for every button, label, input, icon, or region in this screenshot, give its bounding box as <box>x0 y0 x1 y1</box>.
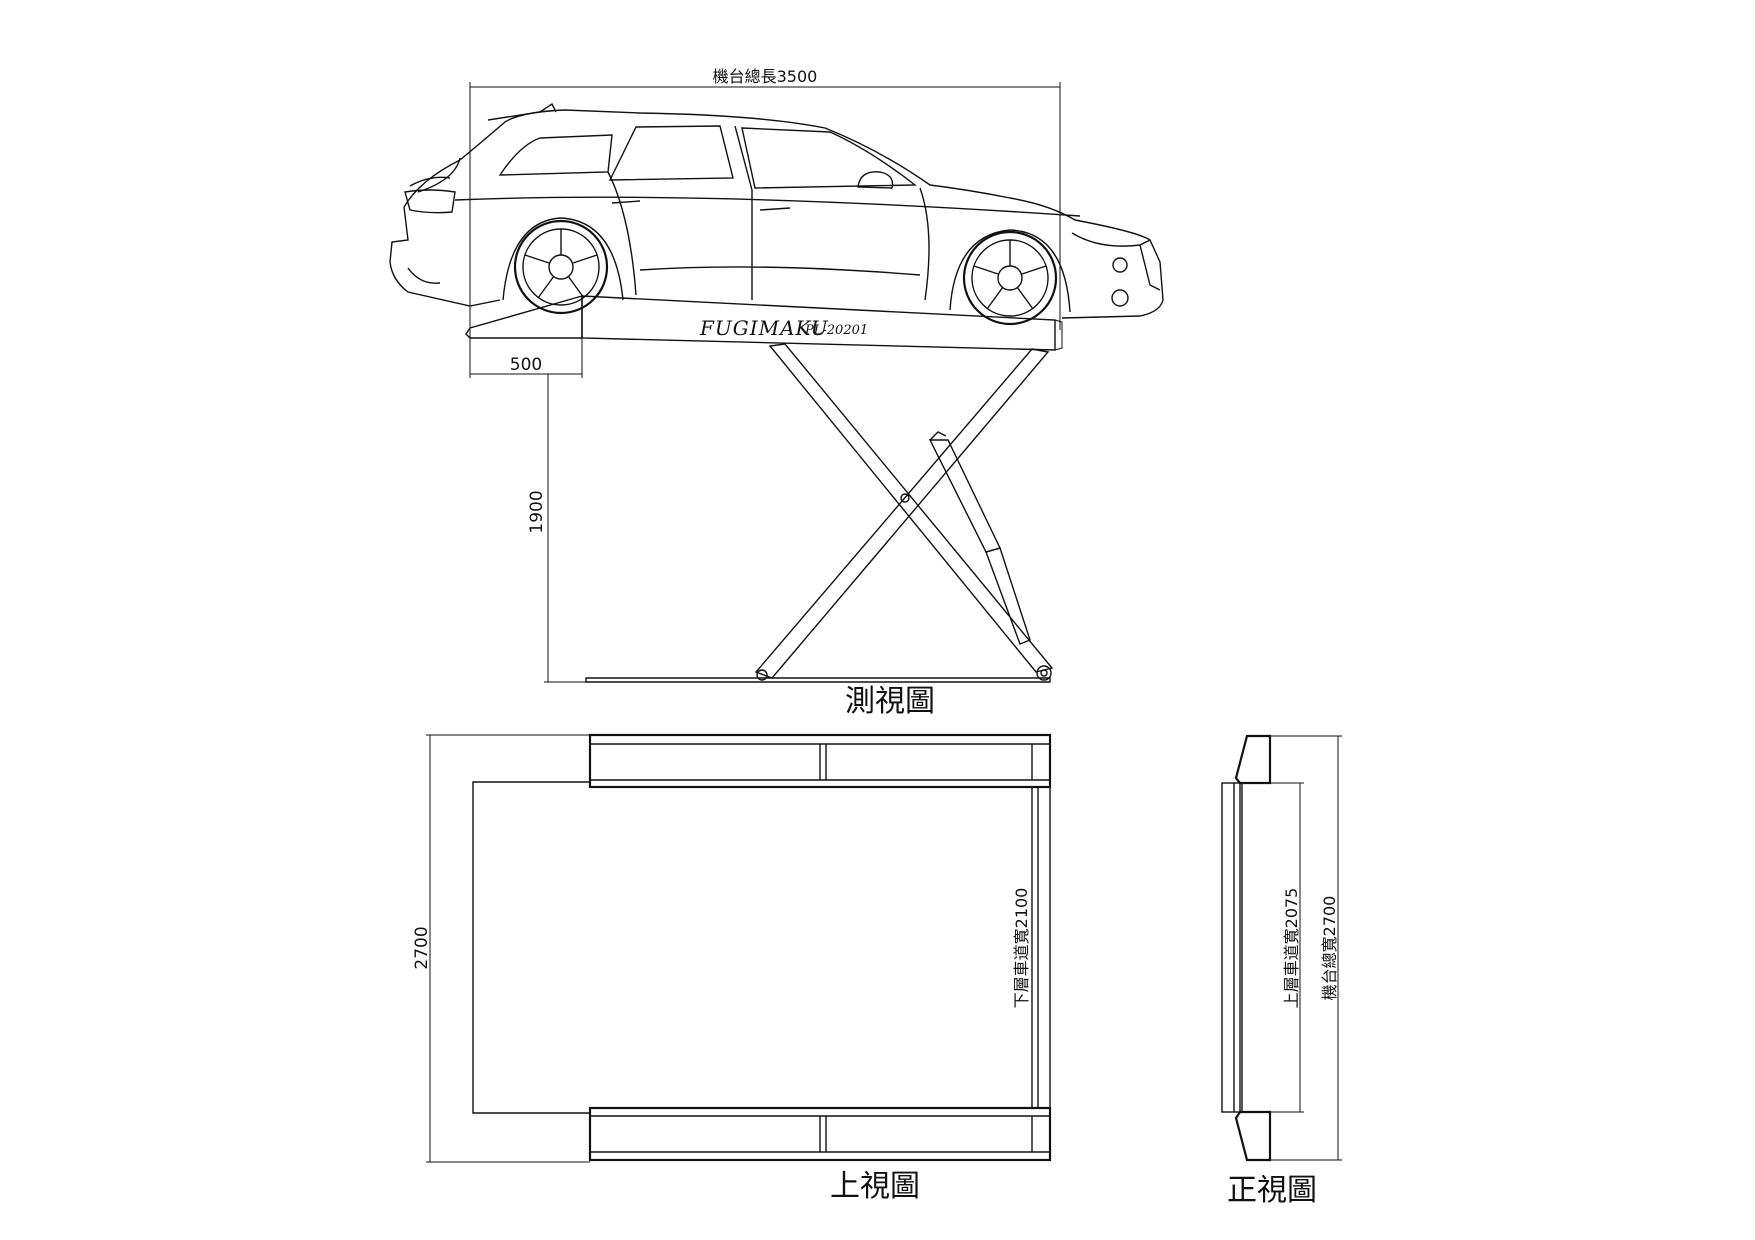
front-column <box>1221 782 1243 1113</box>
overall-length-dimension: 機台總長3500 <box>469 67 1061 378</box>
car-illustration <box>389 102 1164 326</box>
side-view: 機台總長3500 500 1900 <box>389 67 1164 719</box>
platform-model: PL-20201 <box>804 323 868 338</box>
top-view: 2700 下層車道寬2100 上視圖 <box>412 733 1052 1204</box>
lower-lane-width-label: 下層車道寬2100 <box>1012 888 1031 1009</box>
front-bottom-block <box>1234 1110 1272 1162</box>
scissor-mechanism <box>585 343 1054 683</box>
platform-brand: FUGIMAKU <box>699 316 829 340</box>
lower-lane-outline <box>472 781 590 1114</box>
top-view-title: 上視圖 <box>830 1169 920 1204</box>
top-width-label: 2700 <box>412 926 432 969</box>
iso-view-title: 測視圖 <box>845 684 935 719</box>
upper-runway <box>588 733 1052 789</box>
right-crossbeam <box>1031 786 1051 1109</box>
front-view-title: 正視圖 <box>1227 1173 1317 1208</box>
upper-lane-width-label: 上層車道寬2075 <box>1282 888 1301 1009</box>
lift-height-dimension: 1900 <box>527 373 590 683</box>
lift-height-label: 1900 <box>527 490 547 533</box>
front-top-block <box>1234 734 1272 785</box>
overall-length-label: 機台總長3500 <box>713 67 818 86</box>
lift-platform: FUGIMAKU PL-20201 <box>465 295 1063 351</box>
front-view: 上層車道寬2075 機台總寬2700 正視圖 <box>1221 734 1342 1208</box>
ramp-length-label: 500 <box>510 355 542 375</box>
overall-width-label: 機台總寬2700 <box>1320 896 1339 1001</box>
top-width-dimension: 2700 <box>412 734 590 1163</box>
ramp-length-dimension: 500 <box>470 330 583 378</box>
lower-runway <box>588 1106 1052 1162</box>
